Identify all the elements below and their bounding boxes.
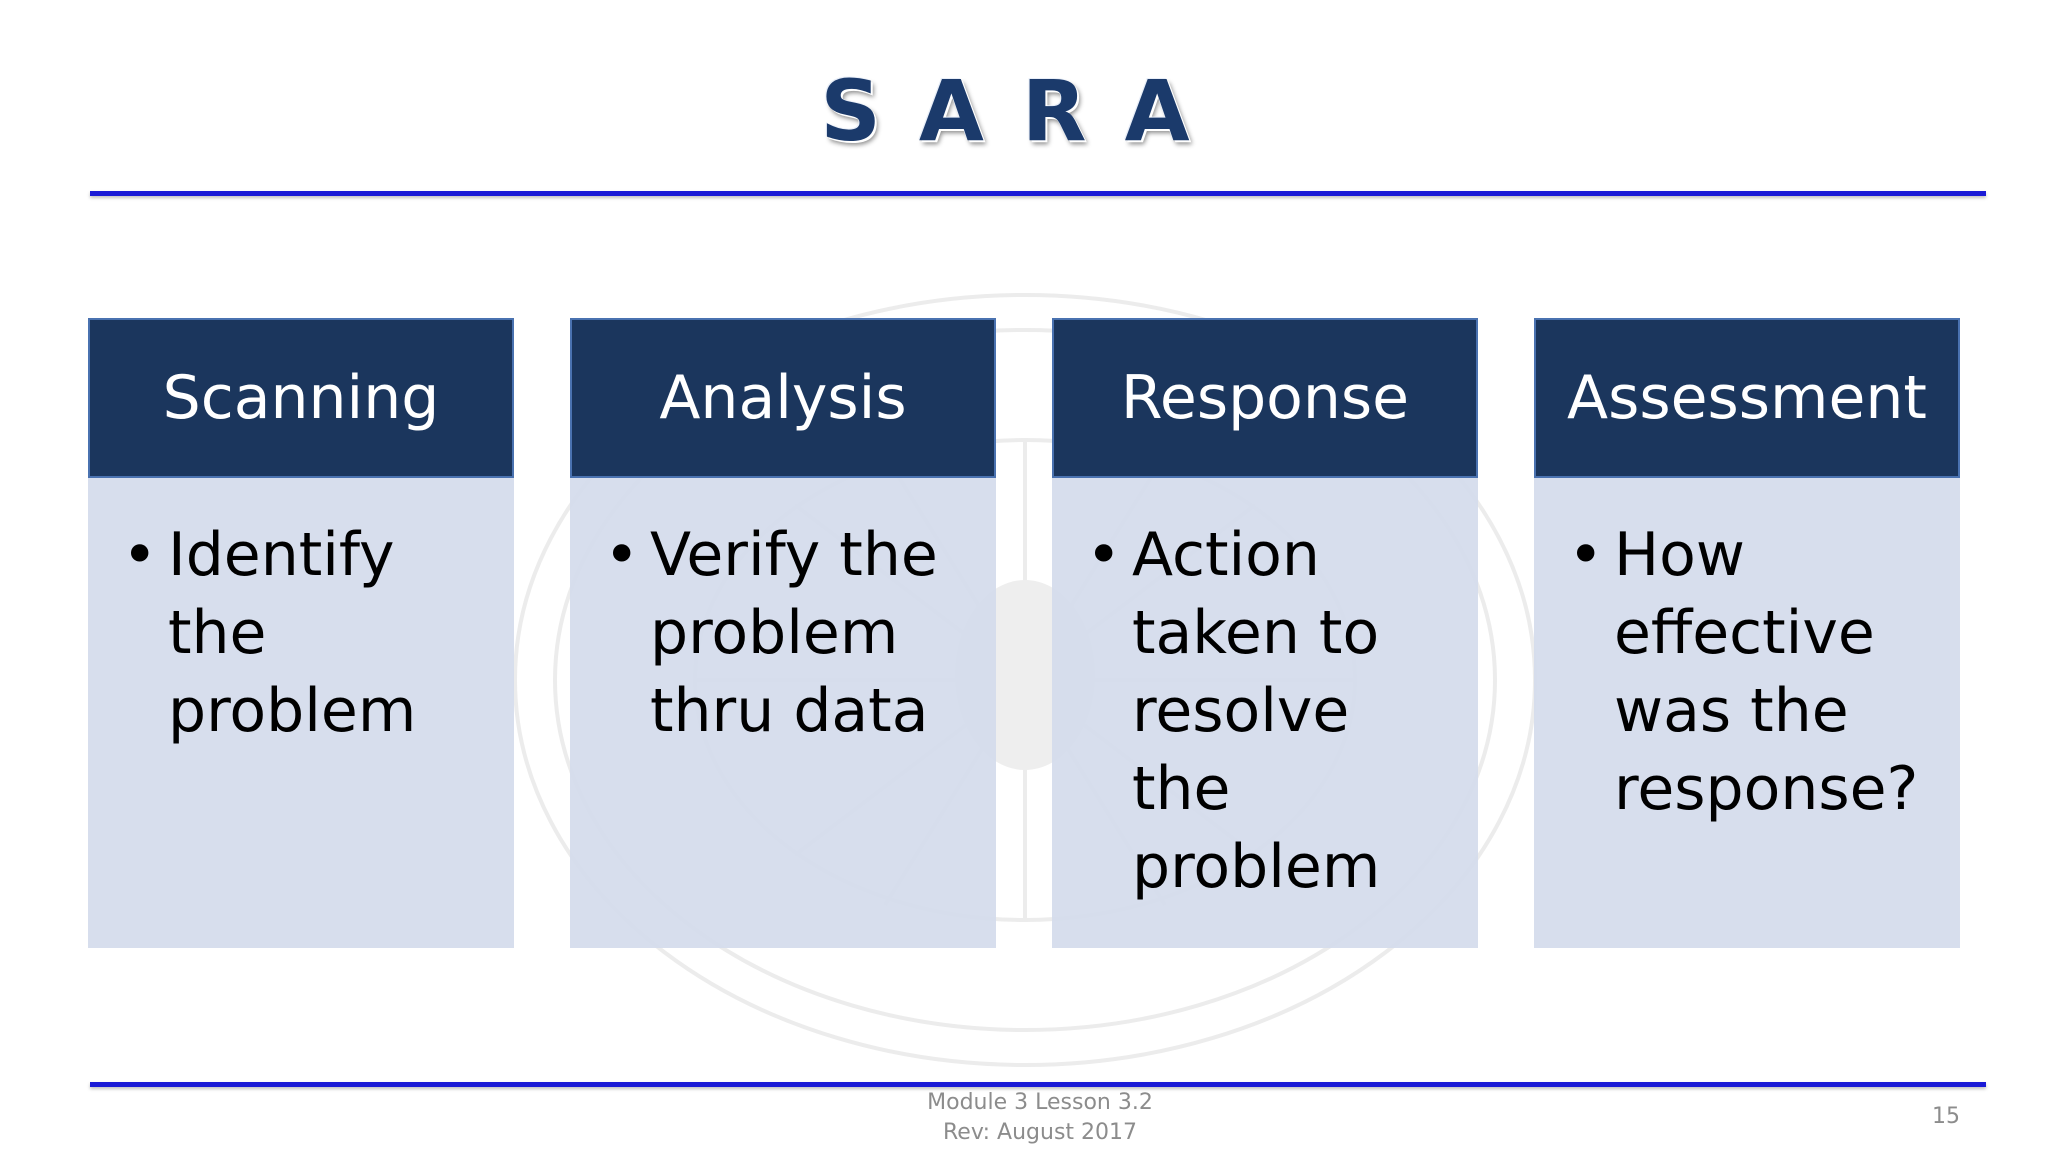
column-analysis: Analysis • Verify the problem thru data [570, 318, 996, 948]
bullet-item: • Verify the problem thru data [604, 516, 976, 750]
footer-revision: Rev: August 2017 [942, 1120, 1138, 1145]
column-response: Response • Action taken to resolve the p… [1052, 318, 1478, 948]
column-header-assessment: Assessment [1534, 318, 1960, 478]
bullet-icon: • [604, 520, 640, 590]
column-body-assessment: • How effective was the response? [1534, 478, 1960, 948]
bullet-item: • How effective was the response? [1568, 516, 1940, 828]
top-divider [90, 191, 1986, 196]
bullet-text: Verify the problem thru data [650, 520, 938, 746]
bullet-text: How effective was the response? [1614, 520, 1919, 824]
bullet-text: Identify the problem [168, 520, 417, 746]
column-header-analysis: Analysis [570, 318, 996, 478]
column-body-response: • Action taken to resolve the problem [1052, 478, 1478, 948]
bullet-icon: • [1568, 520, 1604, 590]
footer-module: Module 3 Lesson 3.2 [927, 1090, 1153, 1115]
column-scanning: Scanning • Identify the problem [88, 318, 514, 948]
bullet-item: • Identify the problem [122, 516, 494, 750]
bullet-item: • Action taken to resolve the problem [1086, 516, 1458, 906]
bullet-icon: • [122, 520, 158, 590]
bottom-divider [90, 1082, 1986, 1087]
page-number: 15 [1932, 1104, 1960, 1129]
column-header-scanning: Scanning [88, 318, 514, 478]
bullet-text: Action taken to resolve the problem [1132, 520, 1381, 902]
slide-title: SARA [820, 62, 1228, 160]
column-body-analysis: • Verify the problem thru data [570, 478, 996, 948]
column-assessment: Assessment • How effective was the respo… [1534, 318, 1960, 948]
column-header-response: Response [1052, 318, 1478, 478]
sara-columns: Scanning • Identify the problem Analysis… [88, 318, 1960, 948]
bullet-icon: • [1086, 520, 1122, 590]
column-body-scanning: • Identify the problem [88, 478, 514, 948]
